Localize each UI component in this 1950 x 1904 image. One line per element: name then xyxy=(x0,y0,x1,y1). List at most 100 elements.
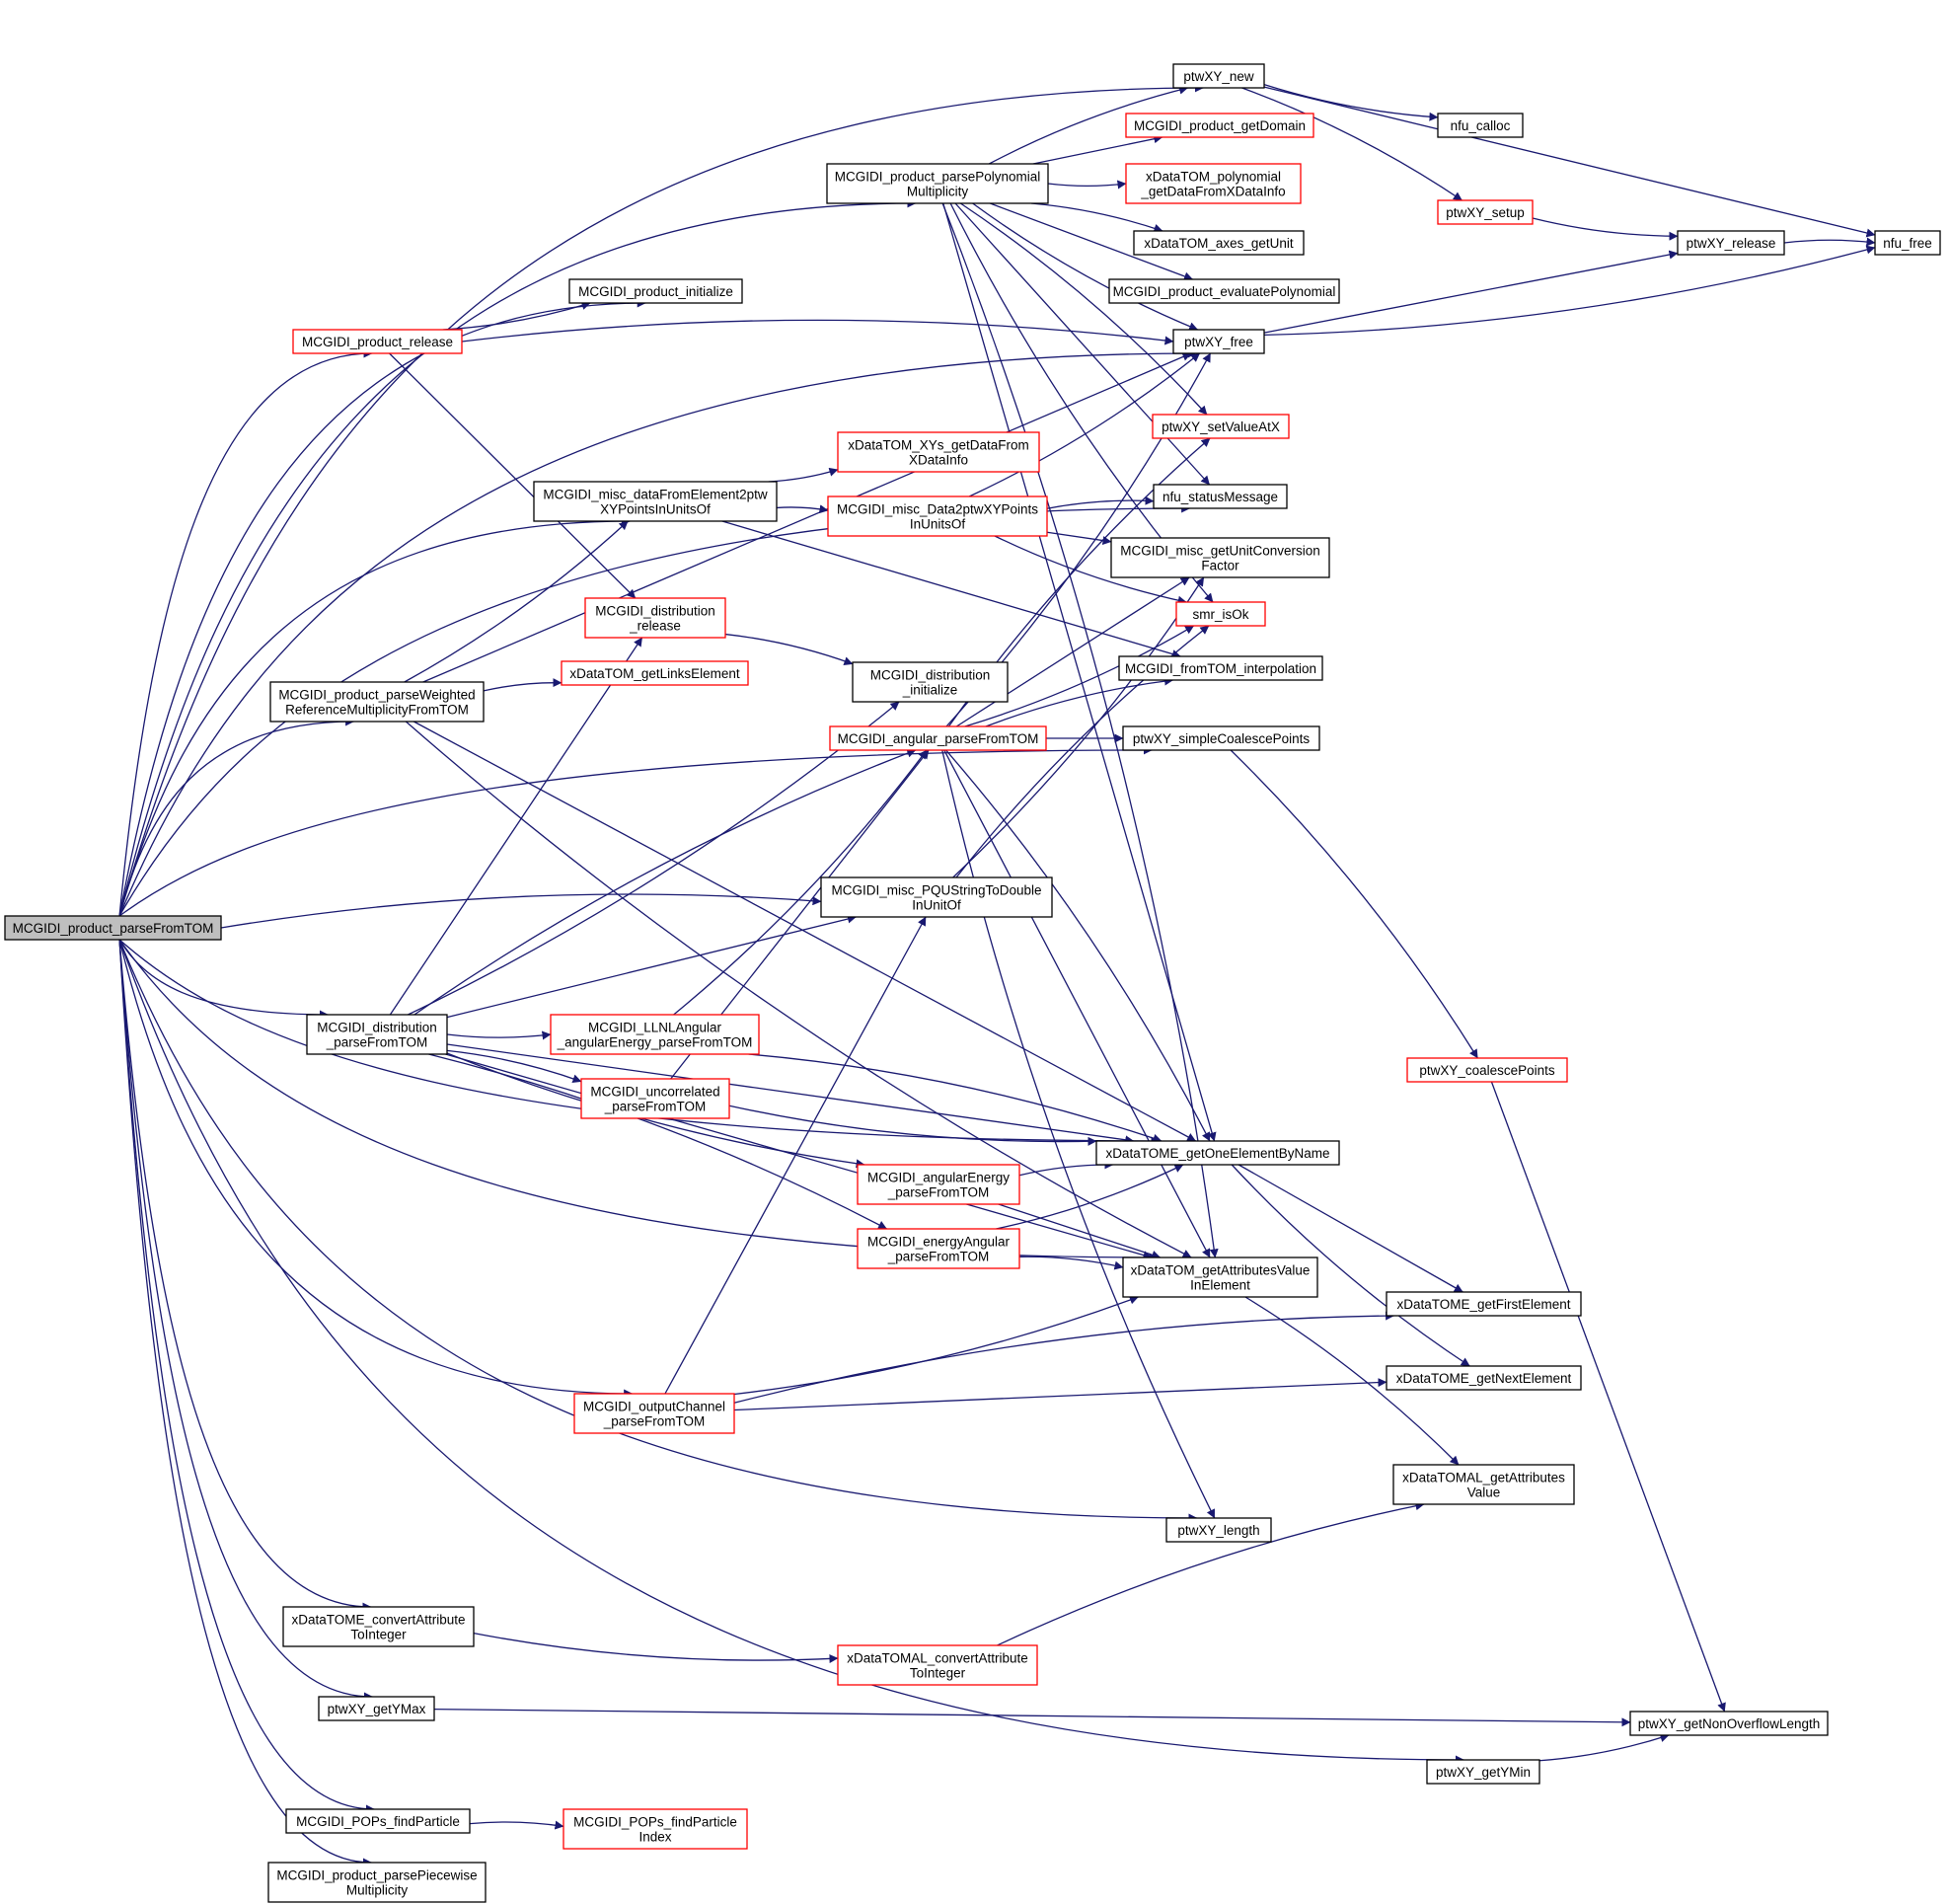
node-label-line: xDataTOMAL_convertAttribute xyxy=(847,1651,1028,1666)
node-angular[interactable]: MCGIDI_angular_parseFromTOM xyxy=(829,725,1047,751)
node-ptwXY_release[interactable]: ptwXY_release xyxy=(1677,230,1785,256)
edge-ptwXY_new-to-nfu_free xyxy=(1263,86,1876,238)
node-label-line: _parseFromTOM xyxy=(887,1185,990,1200)
node-nfu_statusMessage[interactable]: nfu_statusMessage xyxy=(1153,484,1288,509)
edge-dist_parse-to-uncorrelated xyxy=(446,1049,582,1084)
node-pops_find[interactable]: MCGIDI_POPs_findParticle xyxy=(285,1808,471,1834)
node-label-line: nfu_statusMessage xyxy=(1162,490,1278,504)
edge-root-to-ptwXY_length xyxy=(118,939,1198,1523)
node-dist_initialize[interactable]: MCGIDI_distribution_initialize xyxy=(852,661,1009,703)
edge-product_release-to-ptwXY_free xyxy=(461,319,1174,345)
node-product_initialize[interactable]: MCGIDI_product_initialize xyxy=(568,278,743,304)
edge-root-to-product_release xyxy=(118,348,373,917)
node-simpleCoalesce[interactable]: ptwXY_simpleCoalescePoints xyxy=(1122,725,1320,751)
edge-angular-to-ptwXY_length xyxy=(941,749,1216,1519)
node-product_getDomain[interactable]: MCGIDI_product_getDomain xyxy=(1125,113,1314,138)
edge-path xyxy=(1046,531,1112,546)
node-coalesce[interactable]: ptwXY_coalescePoints xyxy=(1406,1057,1568,1083)
node-label-line: xDataTOMAL_getAttributes xyxy=(1402,1471,1565,1485)
edge-path xyxy=(1532,217,1679,241)
edge-path xyxy=(483,678,562,692)
node-nfu_calloc[interactable]: nfu_calloc xyxy=(1437,113,1524,138)
node-nfu_free[interactable]: nfu_free xyxy=(1874,230,1941,256)
node-ptwXY_length[interactable]: ptwXY_length xyxy=(1165,1517,1272,1543)
node-label-line: _parseFromTOM xyxy=(887,1250,990,1264)
node-getLinksElement[interactable]: xDataTOM_getLinksElement xyxy=(561,660,749,686)
node-nonOverflow[interactable]: ptwXY_getNonOverflowLength xyxy=(1629,1711,1829,1736)
edge-path xyxy=(943,749,1211,1258)
edge-path xyxy=(118,717,355,917)
node-box xyxy=(1677,230,1785,256)
node-getYMax[interactable]: ptwXY_getYMax xyxy=(318,1696,435,1721)
edge-data2ptw-to-smr_isOk xyxy=(994,535,1187,605)
node-tomal_getAttr[interactable]: xDataTOMAL_getAttributesValue xyxy=(1392,1464,1575,1505)
node-piecewise[interactable]: MCGIDI_product_parsePiecewiseMultiplicit… xyxy=(267,1862,487,1903)
node-axes_getUnit[interactable]: xDataTOM_axes_getUnit xyxy=(1133,230,1305,256)
edge-path xyxy=(721,520,1181,658)
edge-path xyxy=(776,504,829,514)
edge-path xyxy=(412,721,1197,1142)
edge-parsePolynomial-to-nfu_statusMessage xyxy=(954,202,1211,486)
edge-parsePolynomial-to-setValueAtX xyxy=(959,202,1208,416)
node-label-line: xDataTOME_getOneElementByName xyxy=(1105,1146,1329,1161)
node-ptwXY_setup[interactable]: ptwXY_setup xyxy=(1437,199,1534,225)
node-smr_isOk[interactable]: smr_isOk xyxy=(1175,601,1266,627)
node-fromTOM_interp[interactable]: MCGIDI_fromTOM_interpolation xyxy=(1118,655,1323,681)
node-getYMin[interactable]: ptwXY_getYMin xyxy=(1426,1759,1540,1785)
node-box xyxy=(1165,1517,1272,1543)
node-box xyxy=(1406,1057,1568,1083)
node-label-line: nfu_free xyxy=(1883,236,1932,251)
node-dist_release[interactable]: MCGIDI_distribution_release xyxy=(584,597,726,639)
node-ptwXY_new[interactable]: ptwXY_new xyxy=(1172,63,1265,89)
node-parsePolynomial[interactable]: MCGIDI_product_parsePolynomialMultiplici… xyxy=(826,163,1049,204)
edge-angular-to-fromTOM_interp xyxy=(985,676,1174,727)
node-box xyxy=(1437,199,1534,225)
node-ptwXY_free[interactable]: ptwXY_free xyxy=(1172,329,1265,354)
edge-product_release-to-dist_release xyxy=(389,352,637,599)
node-uncorrelated[interactable]: MCGIDI_uncorrelated_parseFromTOM xyxy=(580,1078,730,1119)
node-getNext[interactable]: xDataTOME_getNextElement xyxy=(1386,1365,1582,1391)
node-dataFromElement[interactable]: MCGIDI_misc_dataFromElement2ptwXYPointsI… xyxy=(533,481,778,522)
node-box xyxy=(1172,329,1265,354)
node-energyAngular[interactable]: MCGIDI_energyAngular_parseFromTOM xyxy=(857,1228,1020,1269)
edge-dist_parse-to-llnl xyxy=(446,1030,552,1040)
edge-dist_parse-to-getAttrValue xyxy=(445,1053,1153,1259)
edge-path xyxy=(1047,180,1127,190)
node-product_release[interactable]: MCGIDI_product_release xyxy=(292,329,463,354)
node-angularEnergy[interactable]: MCGIDI_angularEnergy_parseFromTOM xyxy=(857,1164,1020,1205)
node-label-line: MCGIDI_LLNLAngular xyxy=(588,1021,722,1035)
node-dist_parse[interactable]: MCGIDI_distribution_parseFromTOM xyxy=(306,1014,448,1055)
node-box xyxy=(533,481,778,522)
node-outputChannel[interactable]: MCGIDI_outputChannel_parseFromTOM xyxy=(573,1393,735,1434)
node-xpoly[interactable]: xDataTOM_polynomial_getDataFromXDataInfo xyxy=(1125,163,1302,204)
node-getOneElement[interactable]: xDataTOME_getOneElementByName xyxy=(1095,1140,1340,1166)
node-evaluatePolynomial[interactable]: MCGIDI_product_evaluatePolynomial xyxy=(1108,278,1340,304)
node-weighted[interactable]: MCGIDI_product_parseWeightedReferenceMul… xyxy=(269,681,485,723)
node-xys_getData[interactable]: xDataTOM_XYs_getDataFromXDataInfo xyxy=(837,431,1040,473)
edge-path xyxy=(664,916,927,1395)
node-getFirst[interactable]: xDataTOME_getFirstElement xyxy=(1386,1291,1582,1317)
edge-path xyxy=(413,748,917,1016)
node-root[interactable]: MCGIDI_product_parseFromTOM xyxy=(4,915,222,941)
nodes-layer: MCGIDI_product_parseFromTOM ptwXY_newMCGI… xyxy=(4,63,1941,1903)
node-box xyxy=(584,597,726,639)
edge-outputChannel-to-getFirst xyxy=(733,1311,1395,1404)
node-label-line: Index xyxy=(638,1830,671,1845)
node-setValueAtX[interactable]: ptwXY_setValueAtX xyxy=(1152,414,1290,439)
edge-root-to-weighted xyxy=(118,717,355,917)
node-box xyxy=(1386,1291,1582,1317)
node-label-line: MCGIDI_POPs_findParticle xyxy=(296,1814,460,1829)
node-llnl[interactable]: MCGIDI_LLNLAngular_angularEnergy_parseFr… xyxy=(550,1014,760,1055)
edge-path xyxy=(942,202,1217,1142)
edge-dist_parse-to-energyAngular xyxy=(428,1053,887,1230)
node-box xyxy=(1426,1759,1540,1785)
edge-data2ptw-to-unitConversion xyxy=(1046,531,1112,546)
edge-path xyxy=(408,701,900,1016)
